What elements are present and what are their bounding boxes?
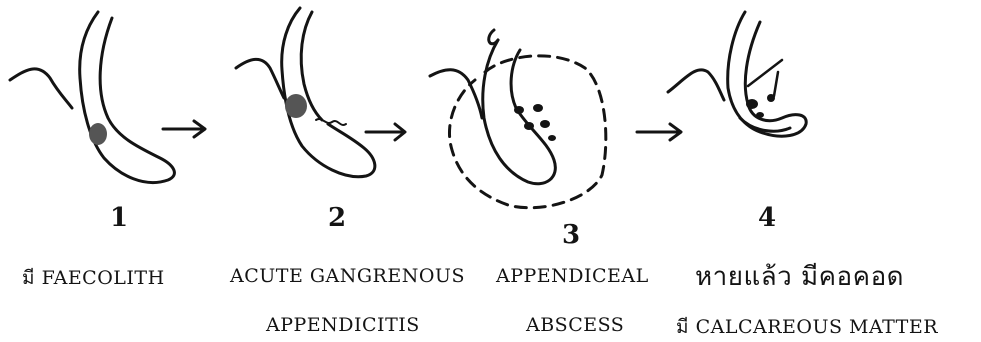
stage-1-number: 1 (110, 203, 128, 233)
stage-1-caption: มี FAECOLITH (22, 263, 165, 293)
stage-3-caption-line-1: APPENDICEAL (496, 265, 649, 287)
stage-3-appendix-tip (489, 30, 498, 44)
stage-1-bowel-wall (10, 69, 72, 108)
stage-3-pus-dot (548, 135, 556, 141)
stage-3-pus-dot (524, 122, 534, 130)
stage-2-bowel-wall (236, 59, 284, 98)
stage-4-calcareous-matter (756, 112, 764, 118)
stage-3-caption-line-2: ABSCESS (526, 314, 624, 336)
stage-4-number: 4 (758, 203, 776, 233)
stage-2-caption-line-1: ACUTE GANGRENOUS (230, 265, 465, 287)
stage-4-pointer-line (774, 72, 778, 96)
stage-2-appendix-outline (282, 8, 375, 177)
stage-1-appendix-outline (80, 12, 175, 183)
stage-2-gangrenous-area (285, 94, 307, 118)
stage-4-caption-line-1: หายแล้ว มีคอคอด (695, 256, 904, 297)
stage-3-appendix-drawing (430, 30, 606, 208)
stage-3-number: 3 (562, 220, 580, 250)
stage-2-appendix-drawing (236, 8, 375, 177)
stage-4-bowel-wall (668, 70, 724, 100)
stage-3-abscess-boundary (449, 56, 605, 208)
stage-1-faecolith (89, 123, 107, 145)
stage-3-pus-dot (533, 104, 543, 112)
stage-2-number: 2 (328, 203, 346, 233)
stage-4-calcareous-matter (746, 99, 758, 109)
stage-4-calcareous-matter (767, 94, 775, 102)
arrow-2-to-3 (366, 124, 405, 140)
stage-4-appendix-drawing (668, 12, 806, 136)
stage-2-necrotic-wall (316, 119, 346, 125)
stage-2-caption-line-2: APPENDICITIS (266, 314, 420, 336)
stage-1-appendix-drawing (10, 12, 174, 183)
stage-4-caption-line-2: มี CALCAREOUS MATTER (676, 312, 938, 342)
stage-3-bowel-wall (430, 70, 482, 118)
stage-3-pus-dot (514, 106, 524, 114)
stage-3-pus-dot (540, 120, 550, 128)
arrow-3-to-4 (637, 124, 681, 140)
arrow-1-to-2 (163, 121, 205, 137)
